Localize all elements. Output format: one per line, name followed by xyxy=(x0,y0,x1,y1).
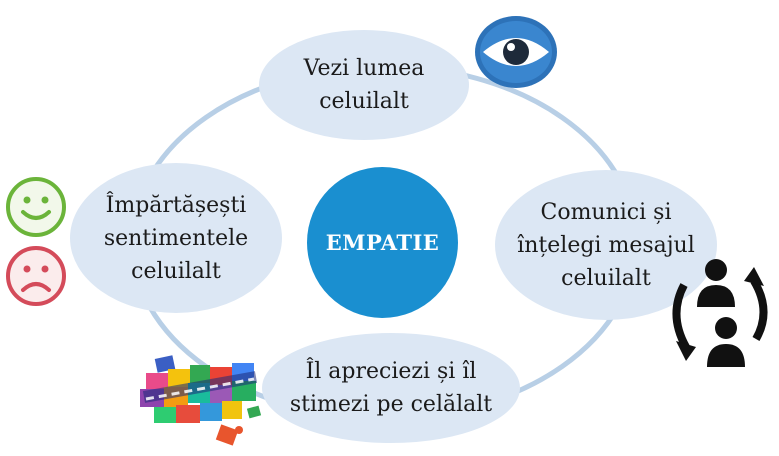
center-label: EMPATIE xyxy=(325,230,440,255)
happy-face-icon xyxy=(6,177,66,237)
center-circle: EMPATIE xyxy=(307,167,458,318)
node-bottom: Îl apreciezi și îl stimezi pe celălalt xyxy=(262,333,520,443)
node-bottom-text: Îl apreciezi și îl stimezi pe celălalt xyxy=(289,359,493,417)
node-top-text: Vezi lumea celuilalt xyxy=(303,56,425,114)
eye-icon xyxy=(475,16,557,88)
node-left-text: Împărtășești sentimentele celuilalt xyxy=(103,192,249,284)
sad-face-icon xyxy=(6,246,66,306)
node-top: Vezi lumea celuilalt xyxy=(259,30,469,140)
node-left: Împărtășești sentimentele celuilalt xyxy=(70,163,282,313)
respect-puzzle-icon xyxy=(140,355,262,446)
node-right-text: Comunici și înțelegi mesajul celuilalt xyxy=(517,199,695,291)
people-exchange-icon xyxy=(672,259,768,367)
